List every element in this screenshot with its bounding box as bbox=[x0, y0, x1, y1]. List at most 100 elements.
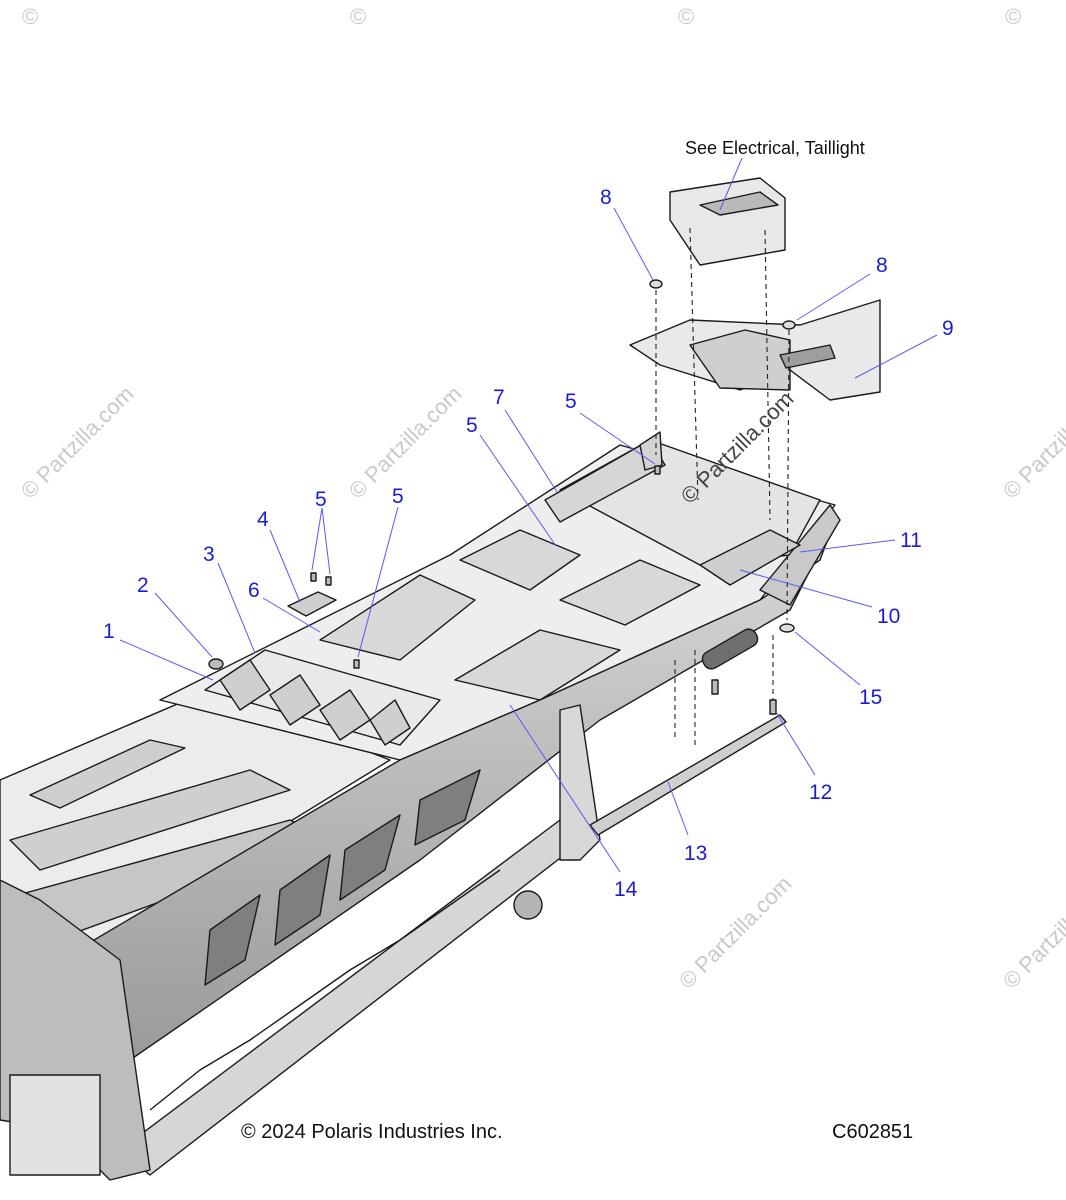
leader-line bbox=[799, 539, 896, 553]
front-panel bbox=[9, 1074, 101, 1176]
leader-line bbox=[739, 569, 873, 608]
leader-line bbox=[479, 434, 557, 547]
leader-line bbox=[154, 592, 213, 658]
screw bbox=[353, 659, 360, 669]
rear-tunnel-edge bbox=[759, 504, 841, 606]
callout-8: 8 bbox=[876, 254, 888, 277]
leader-line bbox=[796, 273, 871, 321]
running-board-edge bbox=[149, 869, 501, 1111]
rack-block bbox=[369, 699, 411, 746]
rack-block bbox=[269, 674, 321, 726]
side-cutout bbox=[274, 854, 331, 946]
leader-line bbox=[794, 631, 861, 686]
leader-line bbox=[509, 704, 621, 873]
watermark-text: © Partzilla.com bbox=[674, 871, 797, 994]
leader-line bbox=[311, 507, 323, 571]
assembly-line bbox=[764, 229, 771, 521]
leader-line bbox=[217, 562, 256, 654]
callout-10: 10 bbox=[877, 605, 900, 628]
tunnel-cutout bbox=[319, 574, 476, 661]
bracket-plate bbox=[544, 439, 666, 523]
watermark-text: © Partzilla.com bbox=[16, 381, 139, 504]
leader-line bbox=[262, 597, 321, 633]
side-cutout bbox=[339, 814, 401, 901]
screw bbox=[325, 576, 332, 586]
tunnel-cutout bbox=[559, 559, 701, 626]
rear-flap-panel bbox=[699, 529, 801, 586]
tunnel-cutout bbox=[459, 529, 581, 591]
leader-line bbox=[119, 639, 214, 681]
leader-line bbox=[504, 409, 558, 493]
callout-14: 14 bbox=[614, 878, 638, 901]
watermark-text: © Partzilla.com bbox=[344, 381, 467, 504]
diagram-code: C602851 bbox=[832, 1121, 913, 1143]
callout-15: 15 bbox=[859, 686, 882, 709]
callout-5: 5 bbox=[565, 390, 577, 413]
washer bbox=[779, 623, 795, 633]
leader-line bbox=[321, 507, 331, 575]
hinge-bracket bbox=[639, 431, 663, 471]
callout-6: 6 bbox=[248, 579, 260, 602]
rivet bbox=[649, 279, 663, 289]
callout-5: 5 bbox=[392, 485, 404, 508]
heat-exchanger-plate bbox=[29, 739, 186, 809]
leader-line bbox=[269, 529, 301, 603]
callout-12: 12 bbox=[809, 781, 832, 804]
leader-line bbox=[357, 506, 399, 658]
leader-line bbox=[579, 412, 656, 465]
callout-1: 1 bbox=[103, 620, 115, 643]
rack-assembly bbox=[204, 649, 441, 746]
callout-9: 9 bbox=[942, 317, 954, 340]
screw bbox=[310, 572, 317, 582]
leader-lines bbox=[119, 157, 938, 873]
watermark-corner: © bbox=[678, 4, 694, 29]
callout-7: 7 bbox=[493, 386, 505, 409]
callout-13: 13 bbox=[684, 842, 707, 865]
rear-bumper-bar bbox=[559, 704, 601, 861]
watermark-corner: © bbox=[350, 4, 366, 29]
callout-3: 3 bbox=[203, 543, 215, 566]
callout-5: 5 bbox=[315, 488, 327, 511]
watermark-text: © Partzilla.com bbox=[998, 871, 1066, 994]
screw bbox=[769, 699, 777, 715]
assembly-line bbox=[689, 227, 699, 501]
callout-8: 8 bbox=[600, 186, 612, 209]
watermark-text: © Partzilla.com bbox=[998, 381, 1066, 504]
leader-line bbox=[719, 157, 743, 211]
heat-exchanger-plate bbox=[9, 769, 291, 871]
tunnel-cutout bbox=[454, 629, 621, 701]
leader-line bbox=[775, 711, 816, 776]
watermark-corner: © bbox=[1005, 4, 1021, 29]
callouts: 1 2 3 4 5 5 5 5 6 7 8 8 9 10 11 12 13 14… bbox=[103, 186, 954, 901]
callout-5: 5 bbox=[466, 414, 478, 437]
mounting-plate bbox=[287, 591, 337, 617]
copyright-text: © 2024 Polaris Industries Inc. bbox=[241, 1121, 503, 1143]
callout-2: 2 bbox=[137, 574, 149, 597]
leader-line bbox=[667, 781, 689, 836]
watermark-corner: © bbox=[22, 4, 38, 29]
assembly-line bbox=[786, 329, 790, 621]
taillight-lens bbox=[699, 191, 779, 216]
rivet bbox=[782, 320, 796, 330]
cover-logo bbox=[779, 344, 836, 369]
taillight-reference-note: See Electrical, Taillight bbox=[685, 138, 865, 158]
nut bbox=[208, 658, 224, 670]
fasteners bbox=[208, 279, 796, 715]
taillight-assembly bbox=[629, 177, 881, 471]
skid-rail bbox=[589, 714, 787, 836]
screw bbox=[654, 465, 661, 475]
screw bbox=[711, 679, 719, 695]
side-cutout bbox=[414, 769, 481, 846]
callout-11: 11 bbox=[900, 529, 922, 552]
leader-line bbox=[613, 207, 654, 281]
tunnel-assembly bbox=[0, 439, 841, 1181]
leader-line bbox=[854, 334, 938, 379]
rack-block bbox=[219, 659, 271, 711]
side-cutout bbox=[204, 894, 261, 986]
idler-wheel bbox=[513, 890, 543, 920]
corner-watermarks: © © © © bbox=[22, 4, 1021, 29]
callout-4: 4 bbox=[257, 508, 269, 531]
assembly-lines bbox=[655, 227, 790, 745]
side-vent bbox=[701, 628, 759, 670]
